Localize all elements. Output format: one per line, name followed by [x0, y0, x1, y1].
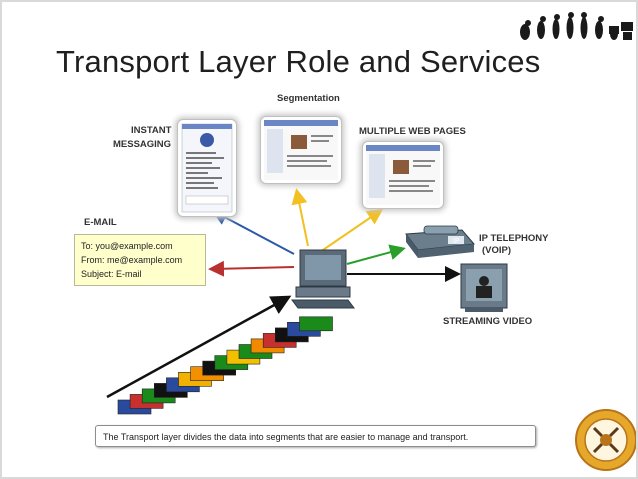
arrow-to-segmentation — [291, 188, 309, 247]
email-subject: Subject: E-mail — [81, 269, 142, 279]
instant-messaging-window — [177, 119, 237, 217]
arrow-to-im — [211, 210, 295, 255]
slide-caption: The Transport layer divides the data int… — [95, 425, 536, 447]
instant-label: INSTANT — [131, 125, 172, 136]
arrow-to-email — [208, 260, 295, 277]
web-pages-stack — [362, 141, 444, 209]
email-from: From: me@example.com — [81, 255, 183, 265]
segmentation-label: Segmentation — [277, 93, 340, 104]
segmentation-webpage — [260, 116, 342, 184]
email-label: E-MAIL — [84, 217, 117, 228]
arrow-to-voip — [346, 244, 406, 265]
slide-title: Transport Layer Role and Services — [56, 44, 541, 79]
multiple-web-pages-label: MULTIPLE WEB PAGES — [359, 126, 466, 137]
email-message-box: To: you@example.com From: me@example.com… — [74, 234, 206, 286]
arrow-to-web-pages — [319, 208, 384, 253]
streaming-video-label: STREAMING VIDEO — [443, 316, 533, 327]
messaging-label: MESSAGING — [113, 139, 172, 150]
ip-telephony-label: IP TELEPHONY — [479, 233, 549, 244]
email-to: To: you@example.com — [81, 241, 173, 251]
voip-label: (VOIP) — [482, 245, 512, 256]
arrow-data-stream — [106, 295, 292, 399]
phone-ip-label: IP — [453, 238, 460, 245]
data-segment — [299, 316, 333, 332]
